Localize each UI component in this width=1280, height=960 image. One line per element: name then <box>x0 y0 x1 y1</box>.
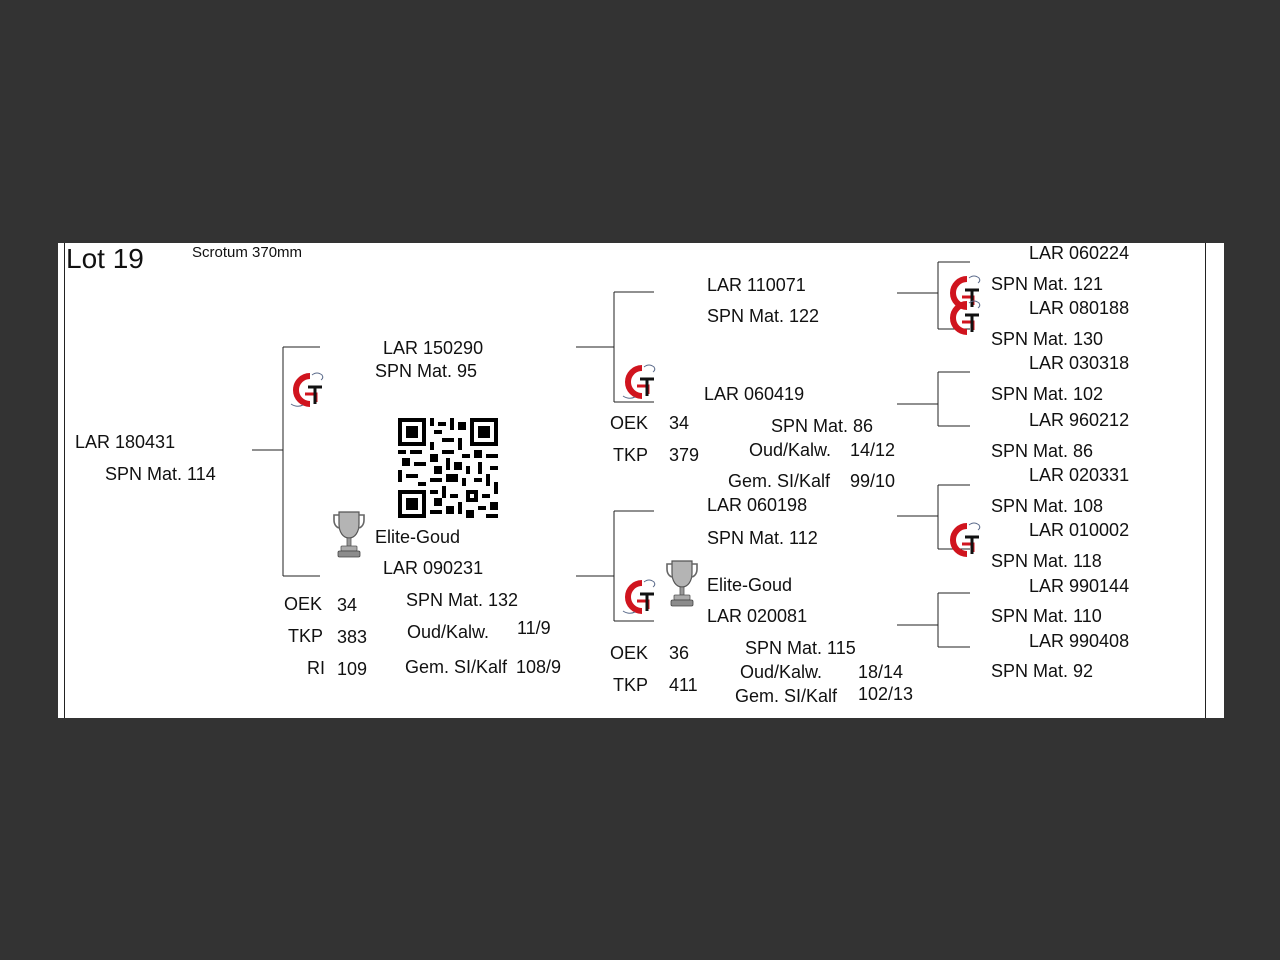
animal-ri-label: RI <box>307 658 325 678</box>
gt-logo-icon <box>950 300 981 335</box>
ds-spn: SPN Mat. 112 <box>707 528 818 548</box>
sd-gem: 99/10 <box>850 471 896 491</box>
gt-logo-icon <box>622 364 656 399</box>
animal-oek: 34 <box>337 595 358 615</box>
trophy-icon <box>333 511 365 558</box>
dd-award: Elite-Goud <box>707 575 793 595</box>
g4-spn: SPN Mat. 118 <box>991 551 1102 571</box>
animal-tkp-label: TKP <box>288 626 324 646</box>
dam-oek: 36 <box>669 643 690 663</box>
sd-spn: SPN Mat. 86 <box>771 416 874 436</box>
g4-id: LAR 960212 <box>1029 410 1130 430</box>
g4-spn: SPN Mat. 108 <box>991 496 1104 516</box>
sd-oud-label: Oud/Kalw. <box>749 440 832 460</box>
g4-spn: SPN Mat. 92 <box>991 661 1094 681</box>
animal-ri: 109 <box>337 659 368 679</box>
dam-oud: 11/9 <box>517 618 551 638</box>
gt-logo-icon <box>622 579 656 614</box>
right-border <box>1205 243 1206 718</box>
dam-award: Elite-Goud <box>375 527 461 547</box>
dam-gem-label: Gem. SI/Kalf <box>405 657 508 677</box>
qr-code-icon <box>398 418 498 518</box>
animal-id: LAR 180431 <box>75 432 176 452</box>
dam-spn: SPN Mat. 132 <box>406 590 519 610</box>
dam-oud-label: Oud/Kalw. <box>407 622 490 642</box>
lot-number: Lot 19 <box>66 243 144 274</box>
g4-id: LAR 990144 <box>1029 576 1130 596</box>
trophy-icon <box>666 560 698 607</box>
dam-gem: 108/9 <box>516 657 562 677</box>
sire-id: LAR 150290 <box>383 338 484 358</box>
dd-gem-label: Gem. SI/Kalf <box>735 686 838 706</box>
sire-tkp-label: TKP <box>613 445 649 465</box>
g4-id: LAR 060224 <box>1029 243 1130 263</box>
g4-spn: SPN Mat. 110 <box>991 606 1102 626</box>
sd-gem-label: Gem. SI/Kalf <box>728 471 831 491</box>
sire-tkp: 379 <box>669 445 700 465</box>
ss-id: LAR 110071 <box>707 275 806 295</box>
g4-id: LAR 030318 <box>1029 353 1130 373</box>
pedigree-sheet: Lot 19 Scrotum 370mm LAR 180431 SPN Mat.… <box>58 243 1224 718</box>
dd-spn: SPN Mat. 115 <box>745 638 856 658</box>
ds-id: LAR 060198 <box>707 495 808 515</box>
g4-spn: SPN Mat. 121 <box>991 274 1104 294</box>
g4-spn: SPN Mat. 86 <box>991 441 1094 461</box>
animal-spn: SPN Mat. 114 <box>105 464 216 484</box>
dd-gem: 102/13 <box>858 684 914 704</box>
dam-tkp-label: TKP <box>613 675 649 695</box>
animal-oek-label: OEK <box>284 594 323 614</box>
sd-id: LAR 060419 <box>704 384 805 404</box>
dam-oek-label: OEK <box>610 643 649 663</box>
ss-spn: SPN Mat. 122 <box>707 306 820 326</box>
animal-tkp: 383 <box>337 627 368 647</box>
sd-oud: 14/12 <box>850 440 896 460</box>
dd-id: LAR 020081 <box>707 606 808 626</box>
sire-spn: SPN Mat. 95 <box>375 361 478 381</box>
left-border <box>64 243 65 718</box>
g4-spn: SPN Mat. 102 <box>991 384 1104 404</box>
g4-id: LAR 990408 <box>1029 631 1130 651</box>
g4-id: LAR 020331 <box>1029 465 1130 485</box>
dam-id: LAR 090231 <box>383 558 484 578</box>
scrotum-measure: Scrotum 370mm <box>192 244 303 261</box>
dam-tkp: 411 <box>669 675 698 695</box>
gt-logo-icon <box>950 522 981 557</box>
g4-id: LAR 010002 <box>1029 520 1130 540</box>
sire-oek-label: OEK <box>610 413 649 433</box>
dd-oud: 18/14 <box>858 662 904 682</box>
dd-oud-label: Oud/Kalw. <box>740 662 823 682</box>
g4-id: LAR 080188 <box>1029 298 1130 318</box>
g4-spn: SPN Mat. 130 <box>991 329 1104 349</box>
sire-oek: 34 <box>669 413 690 433</box>
gt-logo-icon <box>290 372 324 407</box>
pedigree-lines <box>252 261 970 648</box>
